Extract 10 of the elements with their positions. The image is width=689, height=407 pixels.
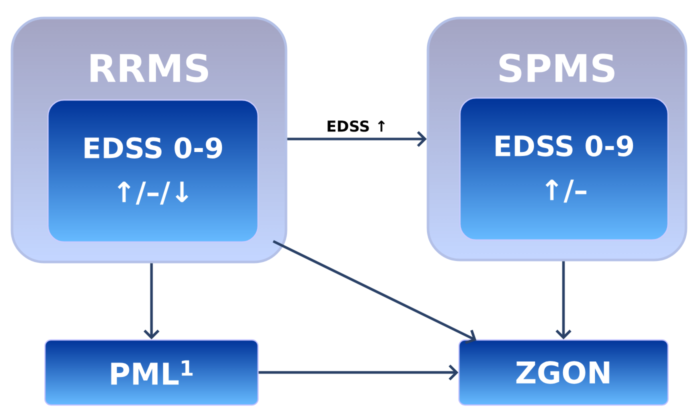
arrow bbox=[144, 263, 160, 340]
edge-label: EDSS ↑ bbox=[325, 119, 389, 133]
arrow bbox=[287, 131, 427, 147]
score-box: EDSS 0-9 ↑/– bbox=[459, 97, 669, 241]
outcome-box: ZGON bbox=[458, 339, 669, 406]
arrow bbox=[556, 261, 572, 340]
arrow bbox=[272, 240, 476, 344]
arrow bbox=[258, 364, 458, 380]
score-box: EDSS 0-9 ↑/–/↓ bbox=[47, 99, 259, 243]
outcome-box: PML$^{1}$ bbox=[44, 339, 259, 406]
